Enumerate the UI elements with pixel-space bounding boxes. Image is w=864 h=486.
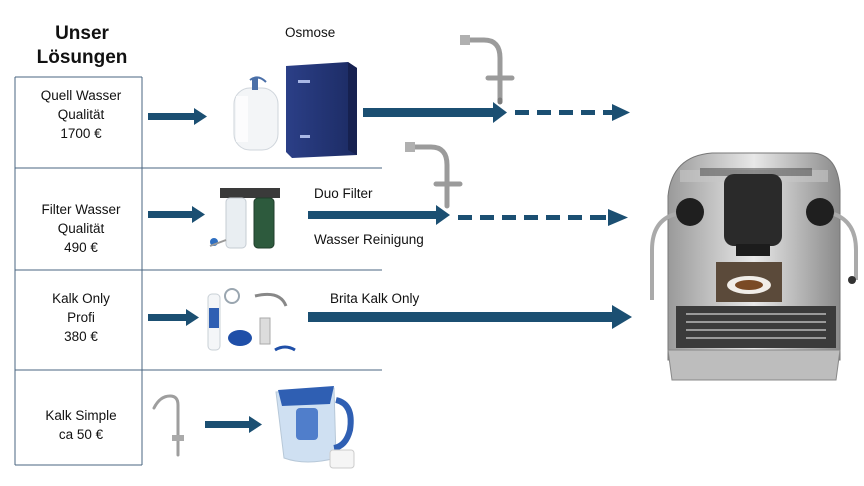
row-price: 380 €	[64, 329, 98, 344]
row-quality: Qualität	[57, 221, 105, 236]
table-lines	[14, 76, 382, 466]
row-quality: Qualität	[57, 107, 105, 122]
row-price: 1700 €	[60, 126, 102, 141]
row-name: Kalk Only	[52, 291, 110, 306]
osmose-tank-image	[233, 76, 279, 151]
arrow-row4-short	[205, 416, 262, 433]
row-kalk-only: Kalk Only Profi 380 €	[22, 289, 140, 346]
faucet-duo-image	[405, 142, 463, 209]
arrow-row3-short	[148, 309, 199, 326]
osmose-unit-image	[286, 62, 357, 158]
row-quality: Profi	[67, 310, 95, 325]
arrow-row1-short	[148, 108, 207, 125]
row-price: ca 50 €	[58, 427, 104, 442]
arrow-duo-long	[308, 205, 450, 225]
water-pitcher-image	[275, 386, 355, 469]
brita-kalk-only-image	[207, 288, 296, 352]
row-name: Kalk Simple	[45, 408, 117, 423]
duo-filter-image	[209, 188, 280, 249]
arrow-osmose-dashed	[515, 104, 630, 121]
row-price: 490 €	[64, 240, 98, 255]
arrow-row2-short	[148, 206, 205, 223]
page-title: Unser Lösungen	[36, 23, 128, 68]
row-name: Quell Wasser	[40, 88, 122, 103]
row-kalk-simple: Kalk Simple ca 50 €	[22, 406, 140, 444]
row-quell-wasser: Quell Wasser Qualität 1700 €	[22, 86, 140, 143]
label-osmose: Osmose	[285, 25, 336, 40]
arrow-osmose-long	[363, 102, 507, 123]
faucet-osmose-image	[460, 35, 515, 105]
row-filter-wasser: Filter Wasser Qualität 490 €	[22, 200, 140, 257]
label-wasser-reinigung: Wasser Reinigung	[314, 232, 424, 247]
label-brita-kalk-only: Brita Kalk Only	[330, 291, 420, 306]
arrow-duo-dashed	[458, 209, 628, 226]
faucet-kalk-simple-image	[152, 394, 184, 457]
arrow-brita-long	[308, 305, 632, 329]
espresso-machine-image	[650, 152, 858, 381]
label-duo-filter: Duo Filter	[314, 186, 373, 201]
row-name: Filter Wasser	[41, 202, 121, 217]
